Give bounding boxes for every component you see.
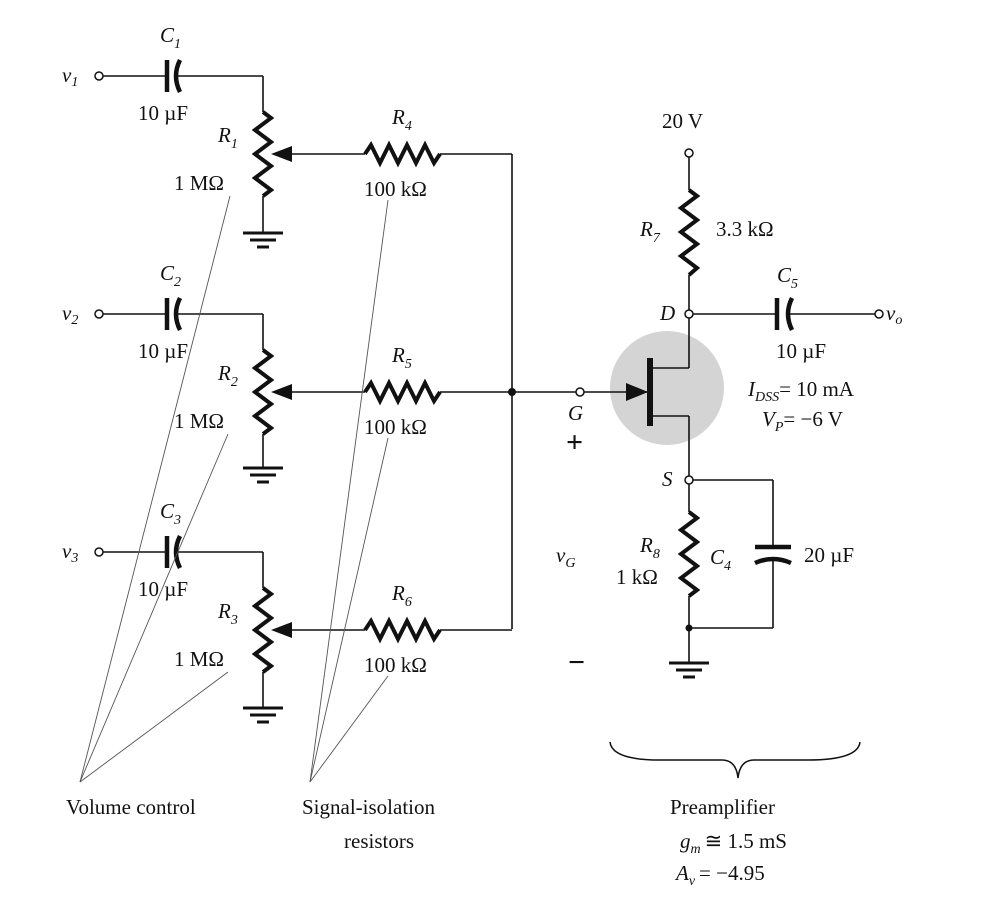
value-c3: 10 µF [138,577,188,601]
source-terminal [684,475,694,485]
value-r4: 100 kΩ [364,177,427,201]
caption-isolation-line1: Signal-isolation [302,795,435,819]
value-r8: 1 kΩ [616,565,658,589]
ground-symbol-4 [669,661,709,679]
capacitor-c4 [754,544,792,566]
label-v1: v1 [62,63,78,90]
label-c3: C3 [160,499,181,528]
wiper-arrow-2 [271,384,292,400]
label-source: S [662,467,673,491]
input-terminal-v3 [94,547,104,557]
caption-volume-control: Volume control [66,795,196,819]
channel-3 [94,534,512,724]
label-v2: v2 [62,301,78,328]
value-r2: 1 MΩ [174,409,224,433]
caption-isolation-line2: resistors [344,829,414,853]
value-r5: 100 kΩ [364,415,427,439]
label-r8: R8 [639,533,660,562]
label-v3: v3 [62,539,78,566]
value-c4: 20 µF [804,543,854,567]
value-r1: 1 MΩ [174,171,224,195]
label-c2: C2 [160,261,181,290]
resistor-r8 [677,510,701,598]
label-c5: C5 [777,263,798,292]
value-r3: 1 MΩ [174,647,224,671]
gate-terminal [575,387,585,397]
value-r7: 3.3 kΩ [716,217,774,241]
label-vp: VP= −6 V [762,407,843,435]
wiper-arrow-1 [271,146,292,162]
gate-arrow [626,383,648,401]
capacitor-c2 [164,296,183,332]
label-r6: R6 [391,581,412,610]
label-r3: R3 [217,599,238,628]
preamplifier-brace [609,741,861,779]
label-r5: R5 [391,343,412,372]
label-output: vo [886,301,902,328]
label-idss: IDSS= 10 mA [747,377,855,405]
potentiometer-r3 [251,586,275,674]
caption-gm: gm≅ 1.5 mS [680,829,787,857]
preamplifier [575,148,884,679]
summing-node [508,388,516,396]
caption-preamplifier: Preamplifier [670,795,775,819]
resistor-r6 [363,616,442,644]
label-r7: R7 [639,217,661,246]
input-terminal-v2 [94,309,104,319]
value-c1: 10 µF [138,101,188,125]
potentiometer-r2 [251,348,275,436]
value-r6: 100 kΩ [364,653,427,677]
value-c2: 10 µF [138,339,188,363]
capacitor-c1 [164,58,183,94]
gate-plus: + [566,426,583,459]
label-vg: vG [556,543,575,571]
label-c1: C1 [160,23,181,52]
supply-terminal [684,148,694,158]
capacitor-c3 [164,534,183,570]
ground-symbol-1 [243,231,283,249]
value-c5: 10 µF [776,339,826,363]
resistor-r5 [363,378,442,406]
callout-lines [79,195,389,783]
ground-symbol-3 [243,706,283,724]
input-terminal-v1 [94,71,104,81]
resistor-r7 [677,188,701,277]
label-r4: R4 [391,105,412,134]
output-terminal [874,309,884,319]
channel-2 [94,296,576,484]
potentiometer-r1 [251,110,275,198]
drain-terminal [684,309,694,319]
ground-symbol-2 [243,466,283,484]
jfet-highlight [610,331,724,445]
label-r1: R1 [217,123,238,152]
caption-av: Av= −4.95 [674,861,765,889]
gate-minus: − [568,646,585,679]
label-drain: D [659,301,675,325]
resistor-r4 [363,140,442,168]
label-r2: R2 [217,361,238,390]
wiper-arrow-3 [271,622,292,638]
label-c4: C4 [710,545,731,574]
supply-voltage: 20 V [662,109,703,133]
label-gate: G [568,401,583,425]
